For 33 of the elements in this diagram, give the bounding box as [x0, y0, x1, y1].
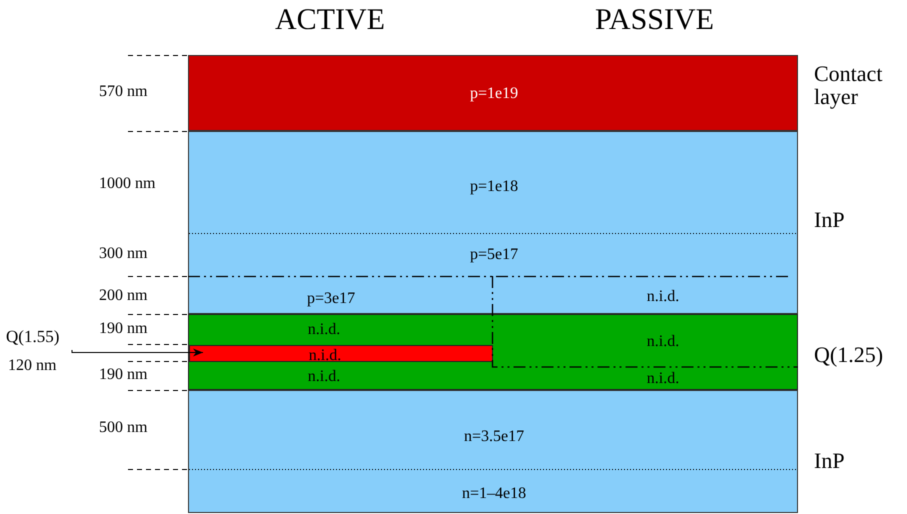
doping-label: n.i.d.	[646, 289, 680, 305]
layer-label: Q(1.25)	[814, 343, 884, 366]
thickness-label: 190 nm	[99, 321, 148, 338]
inp-layer-band	[188, 131, 798, 314]
thickness-label: 190 nm	[99, 367, 148, 384]
doping-label: n.i.d.	[646, 371, 680, 387]
column-heading: PASSIVE	[595, 4, 714, 36]
thickness-label: 200 nm	[99, 288, 148, 305]
doping-label: n.i.d.	[308, 348, 342, 364]
thickness-label: 1000 nm	[99, 176, 156, 193]
doping-label: p=1e18	[470, 179, 518, 195]
arrow	[72, 348, 204, 356]
doping-label: n.i.d.	[308, 322, 340, 338]
inp-layer-band	[188, 390, 798, 513]
doping-label: n=1–4e18	[462, 486, 526, 502]
doping-label: p=3e17	[306, 291, 356, 307]
doping-label: n.i.d.	[308, 369, 340, 385]
contact-layer-band	[188, 55, 798, 131]
layer-label: Contact layer	[814, 62, 884, 108]
quaternary-layer-band	[188, 314, 798, 390]
thickness-label: 570 nm	[99, 84, 148, 101]
doping-label: p=1e19	[470, 86, 518, 102]
doping-label: n=3.5e17	[464, 429, 524, 445]
column-heading: ACTIVE	[275, 4, 385, 36]
doping-label: p=5e17	[470, 247, 518, 263]
doping-label: n.i.d.	[646, 334, 680, 350]
thickness-label: 300 nm	[99, 246, 148, 263]
thickness-label: 120 nm	[8, 358, 56, 375]
layer-label: Q(1.55)	[6, 328, 60, 345]
active-core-strip	[189, 345, 493, 362]
layer-label: InP	[814, 208, 845, 232]
layer-label: InP	[814, 449, 845, 472]
thickness-label: 500 nm	[99, 420, 148, 437]
